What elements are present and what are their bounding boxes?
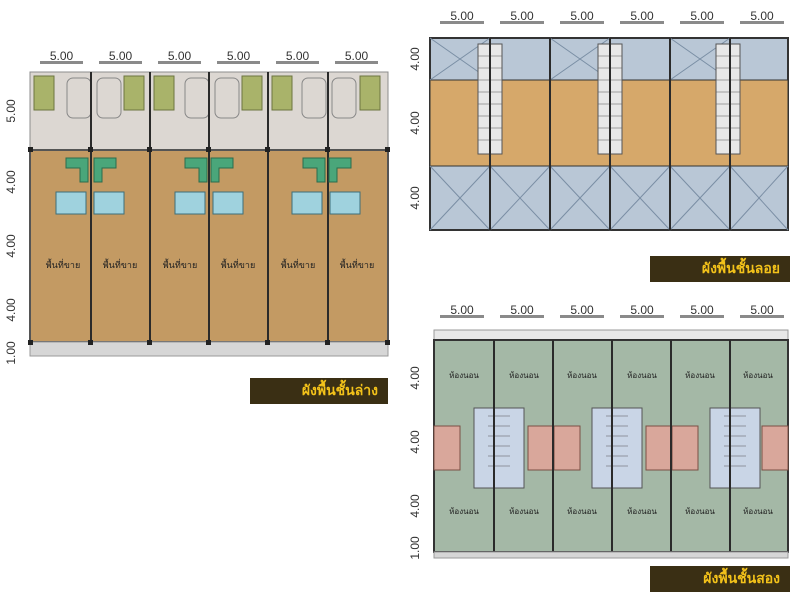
svg-text:ห้องนอน: ห้องนอน — [509, 507, 539, 516]
ground-top-dimensions: 5.00 5.00 5.00 5.00 5.00 5.00 — [32, 50, 390, 64]
ground-floor-caption: ผังพื้นชั้นล่าง — [250, 378, 388, 404]
dim-bay-2: 5.00 — [492, 304, 552, 318]
dim-label: 5.00 — [108, 49, 133, 63]
svg-text:ห้องนอน: ห้องนอน — [509, 371, 539, 380]
dim-bay-6: 5.00 — [732, 304, 792, 318]
svg-text:ห้องนอน: ห้องนอน — [449, 371, 479, 380]
room-label: พื้นที่ขาย — [163, 258, 198, 271]
ground-plan-drawing: พื้นที่ขาย พื้นที่ขาย พื้นที่ขาย พื้นที่… — [28, 71, 390, 357]
dim-bay-5: 5.00 — [672, 304, 732, 318]
dim-bay-5: 5.00 — [672, 10, 732, 24]
svg-text:ห้องนอน: ห้องนอน — [743, 507, 773, 516]
mezz-top-dimensions: 5.00 5.00 5.00 5.00 5.00 5.00 — [432, 10, 790, 24]
mezzanine-caption: ผังพื้นชั้นลอย — [650, 256, 790, 282]
dim-bay-2: 5.00 — [91, 50, 150, 64]
svg-text:ห้องนอน: ห้องนอน — [685, 371, 715, 380]
svg-text:ห้องนอน: ห้องนอน — [567, 371, 597, 380]
dim-bay-5: 5.00 — [268, 50, 327, 64]
svg-text:ห้องนอน: ห้องนอน — [449, 507, 479, 516]
second-room-labels: ห้องนอน ห้องนอน ห้องนอน ห้องนอน ห้องนอน … — [449, 371, 773, 516]
dim-bay-4: 5.00 — [612, 10, 672, 24]
room-label: พื้นที่ขาย — [281, 258, 316, 271]
svg-text:ห้องนอน: ห้องนอน — [743, 371, 773, 380]
dim-bay-4: 5.00 — [209, 50, 268, 64]
room-label: พื้นที่ขาย — [46, 258, 81, 271]
caption-text: ผังพื้นชั้นล่าง — [301, 382, 378, 398]
dim-bay-4: 5.00 — [612, 304, 672, 318]
svg-text:ห้องนอน: ห้องนอน — [627, 507, 657, 516]
dim-label: 5.00 — [226, 49, 251, 63]
room-label: พื้นที่ขาย — [103, 258, 138, 271]
second-floor-plan: 5.00 5.00 5.00 5.00 5.00 5.00 4.00 4.00 … — [400, 296, 800, 600]
dim-bay-1: 5.00 — [432, 304, 492, 318]
dim-bay-1: 5.00 — [432, 10, 492, 24]
dim-label: 5.00 — [167, 49, 192, 63]
dim-bay-2: 5.00 — [492, 10, 552, 24]
dim-label: 5.00 — [49, 49, 74, 63]
room-label: พื้นที่ขาย — [221, 258, 256, 271]
second-top-dimensions: 5.00 5.00 5.00 5.00 5.00 5.00 — [432, 304, 790, 318]
dim-bay-3: 5.00 — [552, 10, 612, 24]
svg-text:ห้องนอน: ห้องนอน — [567, 507, 597, 516]
dim-bay-6: 5.00 — [732, 10, 792, 24]
svg-text:ห้องนอน: ห้องนอน — [685, 507, 715, 516]
dim-label: 5.00 — [285, 49, 310, 63]
dim-bay-3: 5.00 — [552, 304, 612, 318]
ground-floor-plan: 5.00 5.00 5.00 5.00 5.00 5.00 5.00 4.00 … — [0, 0, 400, 410]
mezz-plan-drawing — [429, 37, 789, 231]
second-plan-drawing: ห้องนอน ห้องนอน ห้องนอน ห้องนอน ห้องนอน … — [433, 329, 789, 559]
second-floor-caption: ผังพื้นชั้นสอง — [650, 566, 790, 592]
svg-text:ห้องนอน: ห้องนอน — [627, 371, 657, 380]
dim-bay-6: 5.00 — [327, 50, 386, 64]
dim-bay-3: 5.00 — [150, 50, 209, 64]
dim-label: 5.00 — [344, 49, 369, 63]
mezzanine-plan: 5.00 5.00 5.00 5.00 5.00 5.00 4.00 4.00 … — [400, 0, 800, 300]
room-label: พื้นที่ขาย — [340, 258, 375, 271]
dim-bay-1: 5.00 — [32, 50, 91, 64]
ground-room-labels: พื้นที่ขาย พื้นที่ขาย พื้นที่ขาย พื้นที่… — [46, 258, 375, 271]
